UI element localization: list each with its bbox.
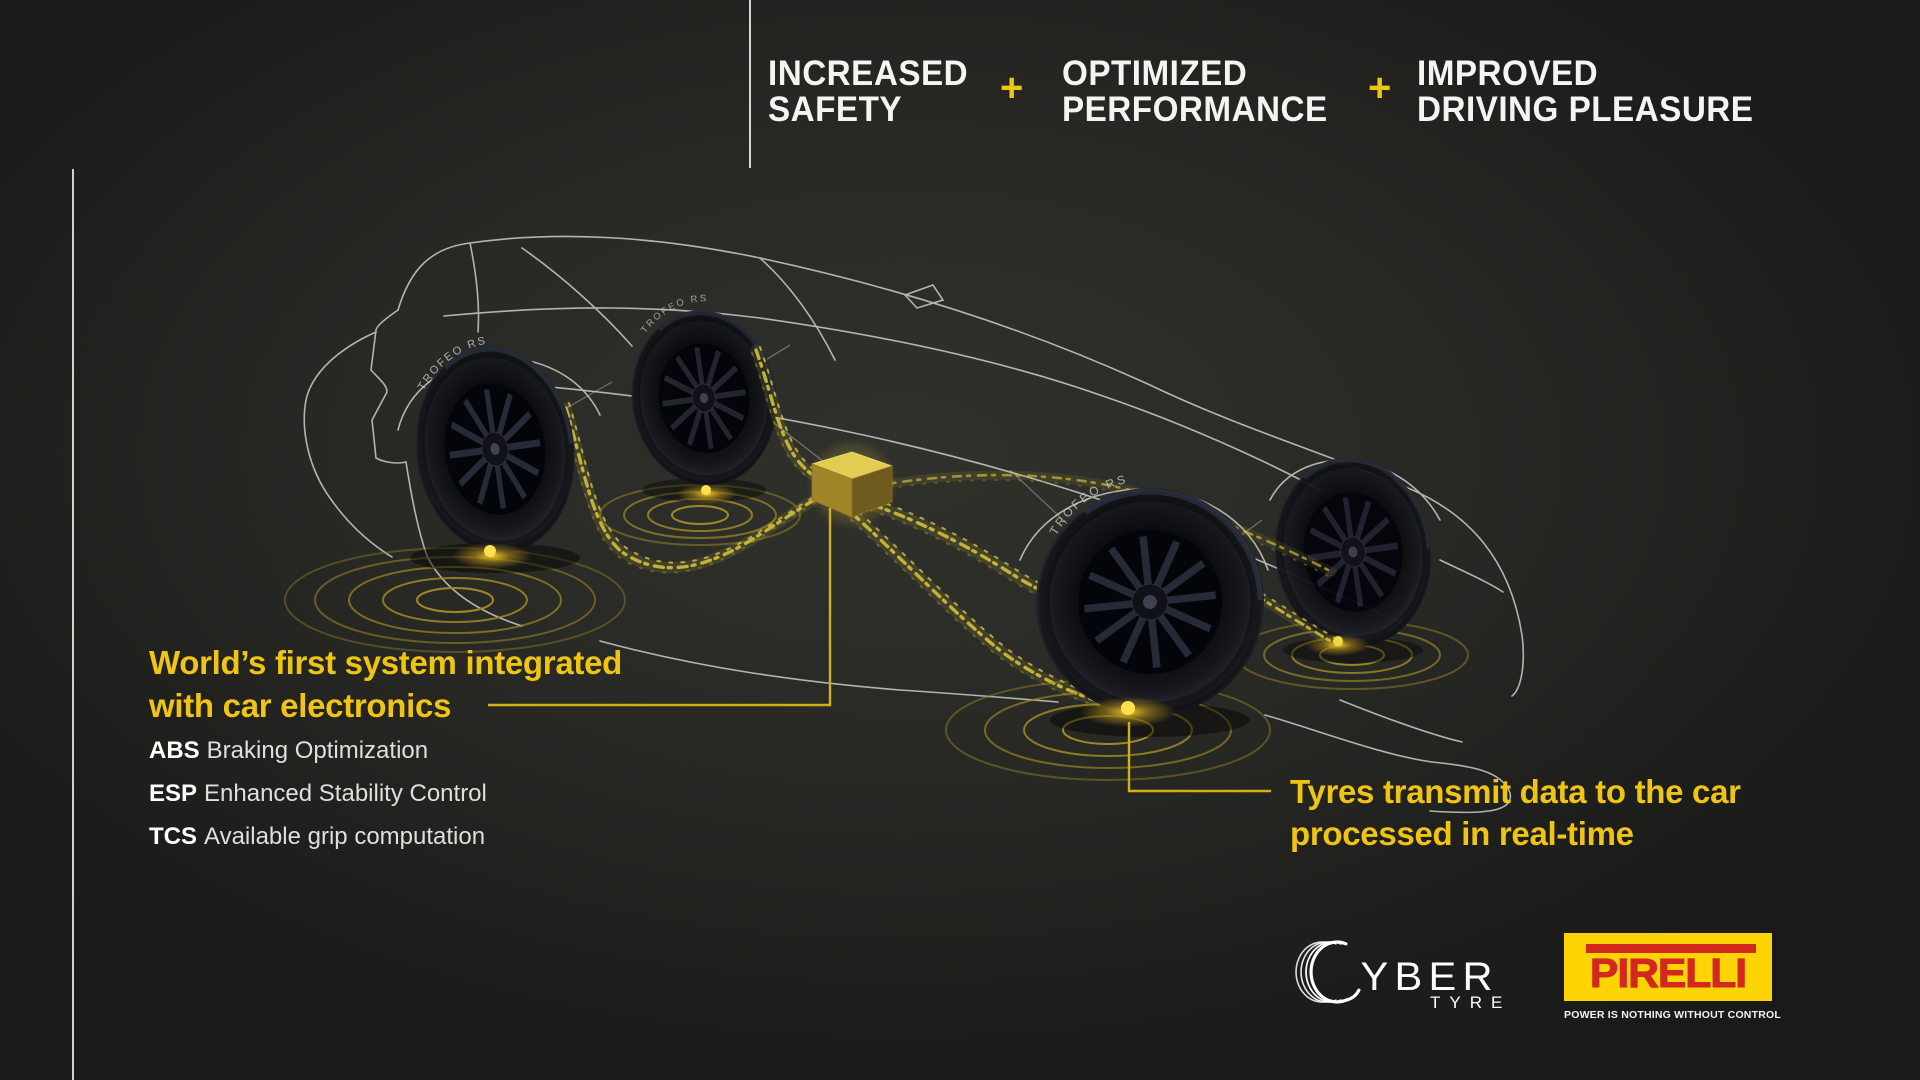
tyre-sensor-dot [701, 485, 711, 495]
feature-acronym: ESP [149, 780, 198, 807]
plus-separator: + [1000, 66, 1024, 110]
benefit-line: SAFETY [768, 90, 903, 129]
callout-connector-lines [488, 508, 1271, 793]
radar-arcs-rear-near [284, 547, 626, 653]
benefit-line: INCREASED [768, 54, 969, 93]
cyber-c-icon [1295, 940, 1361, 1004]
left-callout-title: World’s first system integrated with car… [149, 641, 622, 727]
plus-separator: + [1368, 66, 1392, 110]
tyre-sensor-dot [484, 545, 496, 557]
pirelli-wordmark: PIRELLI [1590, 950, 1746, 996]
benefit-increased-safety: INCREASED SAFETY [768, 56, 968, 128]
wheel-front-far [1235, 457, 1469, 690]
cyber-logo-wordmark: YBER [1361, 954, 1499, 999]
feature-acronym: ABS [149, 737, 200, 764]
left-margin-line [72, 169, 74, 1080]
pirelli-logo-bar [1586, 944, 1756, 953]
feature-tcs: TCS Available grip computation [149, 823, 487, 851]
pirelli-logo: PIRELLI [1564, 933, 1776, 1008]
right-callout: Tyres transmit data to the car processed… [1290, 771, 1741, 855]
right-callout-line1: Tyres transmit data to the car [1290, 773, 1741, 810]
left-callout-title-line1: World’s first system integrated [149, 644, 622, 681]
feature-description: Braking Optimization [206, 737, 429, 764]
benefit-line: DRIVING PLEASURE [1417, 90, 1754, 129]
cyber-tyre-logo: YBER TYRE [1294, 938, 1524, 1015]
tyre-sensor-dot [1121, 701, 1135, 715]
header-divider-line [749, 0, 751, 168]
feature-description: Enhanced Stability Control [204, 780, 487, 807]
pirelli-tagline: POWER IS NOTHING WITHOUT CONTROL [1564, 1009, 1781, 1021]
wheel-rear-far: TROFEO RS [599, 293, 801, 546]
right-callout-connector [1127, 722, 1271, 793]
benefit-optimized-performance: OPTIMIZED PERFORMANCE [1062, 56, 1328, 128]
car-wireframe-outline [303, 235, 1525, 814]
benefit-improved-driving-pleasure: IMPROVED DRIVING PLEASURE [1417, 56, 1753, 128]
cyber-logo-subtitle: TYRE [1430, 993, 1511, 1010]
left-callout-title-line2: with car electronics [149, 687, 452, 724]
feature-description: Available grip computation [204, 823, 486, 850]
benefit-line: OPTIMIZED [1062, 54, 1248, 93]
benefit-line: IMPROVED [1417, 54, 1599, 93]
central-ecu-unit [806, 438, 898, 530]
feature-acronym: TCS [149, 823, 197, 850]
wheel-front-near: TROFEO RS [945, 472, 1271, 781]
wheel-rear-near: TROFEO RS [284, 335, 626, 653]
benefit-line: PERFORMANCE [1062, 90, 1328, 129]
right-callout-line2: processed in real-time [1290, 815, 1634, 852]
left-callout-connector [488, 508, 832, 707]
